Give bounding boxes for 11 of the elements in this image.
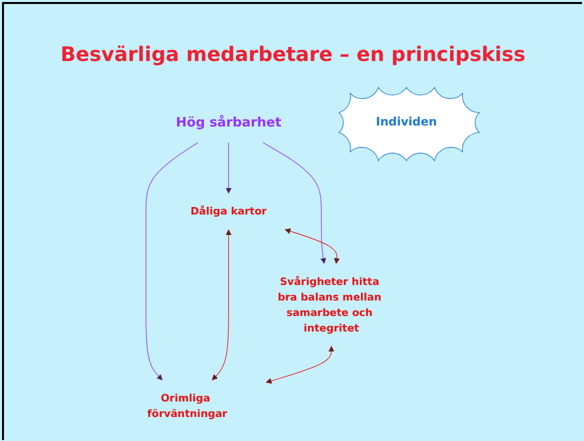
arrow [284, 228, 340, 264]
arrow [266, 346, 334, 384]
arrow [262, 142, 326, 264]
arrow [212, 229, 232, 380]
node-text: Orimliga förväntningar [147, 392, 228, 420]
arrow [226, 142, 232, 194]
node-text: Svårigheter hitta bra balans mellan samarbete och integritet [278, 275, 382, 334]
diagram-title: Besvärliga medarbetare – en principskiss [60, 42, 526, 66]
node-text: Dåliga kartor [190, 205, 267, 218]
node-text: Hög sårbarhet [176, 114, 282, 130]
arrow [146, 142, 198, 380]
